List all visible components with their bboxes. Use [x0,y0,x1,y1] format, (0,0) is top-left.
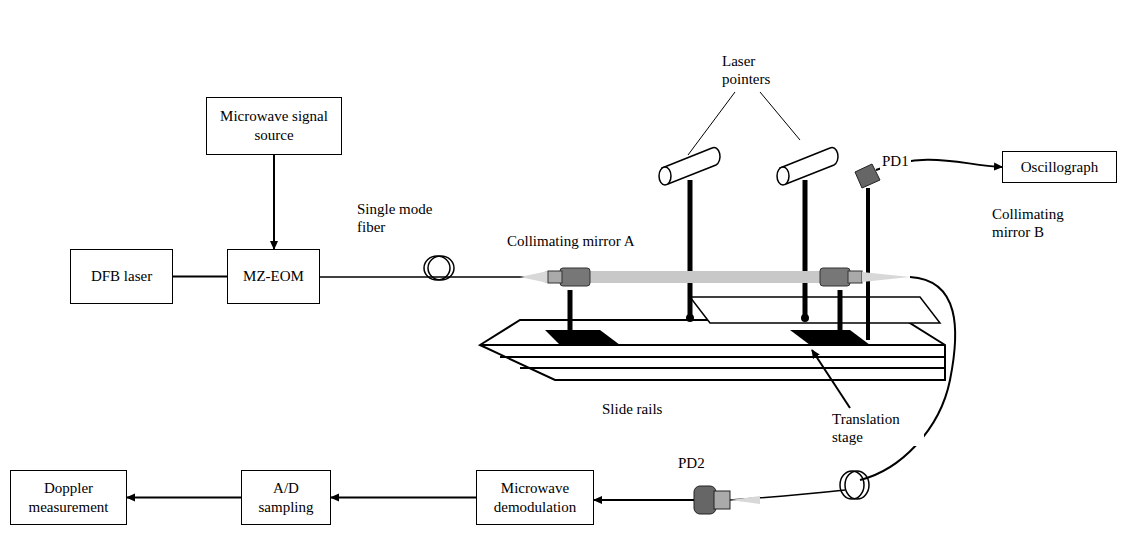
box-label: Doppler measurement [17,479,120,517]
box-label: A/D sampling [248,479,324,517]
process-box: Microwave demodulation [476,470,594,525]
box-label: DFB laser [91,267,152,286]
connector [331,497,476,499]
part-label: PD1 [880,152,911,170]
part-label: Laser pointers [720,52,794,88]
box-label: Microwave demodulation [483,479,587,517]
connector [273,155,275,249]
box-label: Microwave signal source [213,107,335,145]
connector [127,497,241,499]
process-box: MZ-EOM [227,249,320,304]
part-label: Translation stage [830,410,924,446]
box-label: Oscillograph [1021,158,1098,177]
process-box: Doppler measurement [10,470,127,525]
part-label: Single mode fiber [355,200,449,236]
process-box: DFB laser [70,249,173,304]
part-label: Collimating mirror B [990,205,1094,241]
process-box: Microwave signal source [206,97,342,155]
part-label: Slide rails [600,400,664,418]
box-label: MZ-EOM [243,267,304,286]
process-box: A/D sampling [241,470,331,525]
part-label: Collimating mirror A [505,232,637,250]
process-box: Oscillograph [1002,151,1117,183]
connector [173,276,227,278]
part-label: PD2 [676,454,707,472]
